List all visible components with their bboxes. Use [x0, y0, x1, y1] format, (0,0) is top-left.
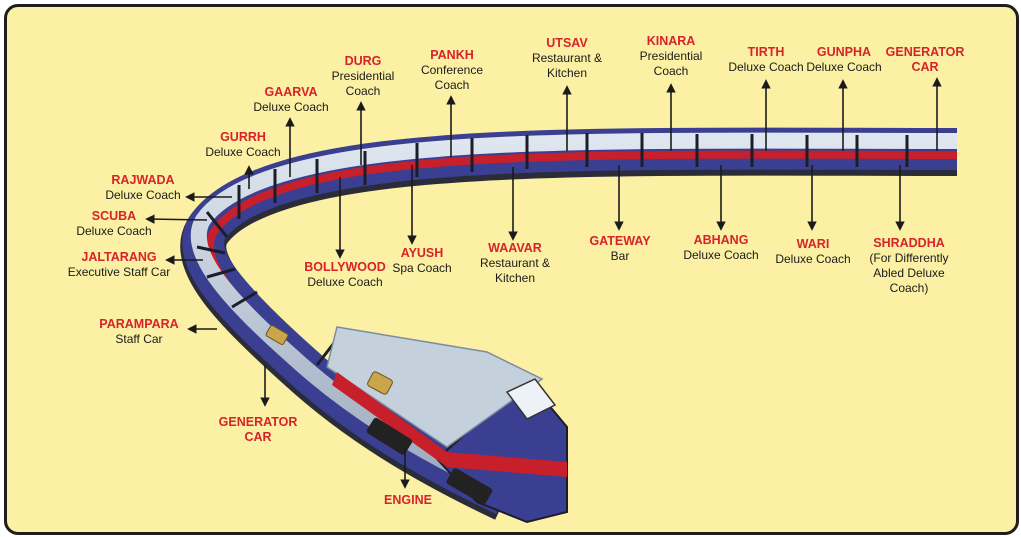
- coach-description: Deluxe Coach: [728, 60, 804, 74]
- coach-description: Restaurant & Kitchen: [479, 256, 551, 285]
- coach-description: Presidential Coach: [639, 49, 703, 78]
- coach-description: Deluxe Coach: [806, 60, 882, 74]
- coach-name: TIRTH: [747, 45, 785, 59]
- coach-name: GENERATOR CAR: [218, 415, 298, 444]
- coach-name: RAJWADA: [111, 173, 175, 187]
- coach-name: GATEWAY: [589, 234, 651, 248]
- coach-name: WARI: [796, 237, 830, 251]
- coach-name: PANKH: [430, 48, 474, 62]
- label-scuba: SCUBA Deluxe Coach: [65, 209, 163, 239]
- coach-name: ENGINE: [384, 493, 432, 507]
- label-waavar: WAAVAR Restaurant & Kitchen: [469, 241, 561, 286]
- coach-description: Deluxe Coach: [205, 145, 281, 159]
- coach-name: DURG: [344, 54, 382, 68]
- coach-name: PARAMPARA: [99, 317, 179, 331]
- coach-description: Restaurant & Kitchen: [531, 51, 603, 80]
- engine-bogies: [366, 417, 493, 505]
- coach-name: AYUSH: [400, 246, 444, 260]
- label-shraddha: SHRADDHA (For Differently Abled Deluxe C…: [859, 236, 959, 296]
- train: [180, 127, 958, 524]
- label-gurrh: GURRH Deluxe Coach: [193, 130, 293, 160]
- coach-name: JALTARANG: [81, 250, 157, 264]
- coach-name: ABHANG: [693, 233, 749, 247]
- coach-name: GURRH: [220, 130, 266, 144]
- engine-stripe: [332, 372, 567, 477]
- label-rajwada: RAJWADA Deluxe Coach: [93, 173, 193, 203]
- label-gateway: GATEWAY Bar: [585, 234, 655, 264]
- train-diagram: [145, 77, 958, 524]
- coach-description: Bar: [610, 249, 630, 263]
- label-engine: ENGINE: [373, 493, 443, 508]
- coach-name: SHRADDHA: [873, 236, 945, 250]
- coach-description: Deluxe Coach: [683, 248, 759, 262]
- coach-name: WAAVAR: [488, 241, 542, 255]
- label-parampara: PARAMPARA Staff Car: [91, 317, 187, 347]
- engine-roof: [326, 326, 544, 448]
- coach-description: Deluxe Coach: [76, 224, 152, 238]
- callout-arrows: [145, 77, 942, 489]
- coach-description: Deluxe Coach: [775, 252, 851, 266]
- engine-windshield: [505, 378, 557, 420]
- coach-name: BOLLYWOOD: [304, 260, 386, 274]
- label-bollywood: BOLLYWOOD Deluxe Coach: [297, 260, 393, 290]
- coach-name: KINARA: [646, 34, 696, 48]
- diagram-frame: DURG Presidential Coach PANKH Conference…: [4, 4, 1019, 535]
- coach-description: Executive Staff Car: [67, 265, 171, 279]
- coach-description: Deluxe Coach: [307, 275, 383, 289]
- engine-emblem: [367, 371, 393, 395]
- coach-description: Deluxe Coach: [253, 100, 329, 114]
- label-gaarva: GAARVA Deluxe Coach: [241, 85, 341, 115]
- label-pankh: PANKH Conference Coach: [411, 48, 493, 93]
- coach-description: Staff Car: [115, 332, 163, 346]
- label-jaltarang: JALTARANG Executive Staff Car: [59, 250, 179, 280]
- coach-description: Deluxe Coach: [105, 188, 181, 202]
- coach-name: UTSAV: [546, 36, 588, 50]
- label-utsav: UTSAV Restaurant & Kitchen: [521, 36, 613, 81]
- coach-name: GENERATOR CAR: [885, 45, 965, 74]
- coach-description: Conference Coach: [420, 63, 484, 92]
- train-stripe: [205, 150, 958, 499]
- coach-description: Spa Coach: [392, 261, 452, 275]
- label-wari: WARI Deluxe Coach: [763, 237, 863, 267]
- coach-name: GAARVA: [264, 85, 318, 99]
- label-generator-top: GENERATOR CAR: [879, 45, 971, 75]
- label-generator-bottom: GENERATOR CAR: [213, 415, 303, 445]
- train-roof: [190, 132, 958, 497]
- label-durg: DURG Presidential Coach: [326, 54, 400, 99]
- label-abhang: ABHANG Deluxe Coach: [671, 233, 771, 263]
- label-tirth: TIRTH Deluxe Coach: [716, 45, 816, 75]
- train-chassis: [180, 129, 958, 520]
- coach-description: (For Differently Abled Deluxe Coach): [869, 251, 949, 295]
- coach-name: SCUBA: [91, 209, 137, 223]
- label-gunpha: GUNPHA Deluxe Coach: [796, 45, 892, 75]
- label-ayush: AYUSH Spa Coach: [387, 246, 457, 276]
- label-kinara: KINARA Presidential Coach: [629, 34, 713, 79]
- coach-name: GUNPHA: [816, 45, 872, 59]
- coach-description: Presidential Coach: [331, 69, 395, 98]
